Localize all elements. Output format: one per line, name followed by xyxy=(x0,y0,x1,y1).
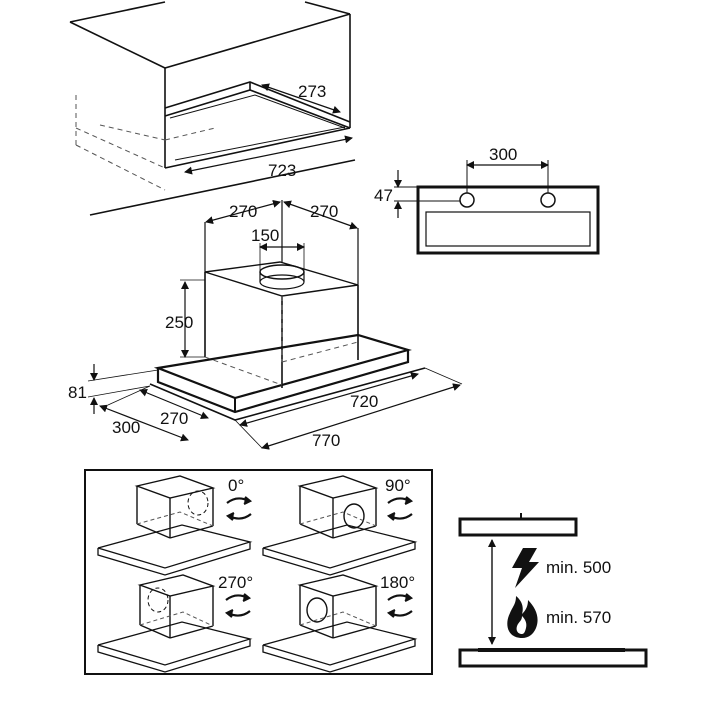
flame-icon xyxy=(507,596,538,638)
cabinet-hidden-lines xyxy=(75,95,216,191)
rotate-icon xyxy=(224,593,252,618)
rotation-angle-270: 270° xyxy=(218,573,253,592)
clearance-drawing xyxy=(458,513,648,668)
rotation-option-0 xyxy=(97,475,253,576)
hood-dimension-lines xyxy=(87,199,463,450)
cabinet-depth-label: 273 xyxy=(298,82,326,101)
cabinet-drawing xyxy=(69,1,356,216)
side-height-label: 47 xyxy=(374,186,393,205)
lightning-icon xyxy=(512,548,539,588)
hood-total-width-label: 770 xyxy=(312,431,340,450)
rotation-angle-90: 90° xyxy=(385,476,411,495)
hood-hidden-lines xyxy=(204,296,359,386)
rotate-icon xyxy=(386,496,414,521)
hood-depth-label: 300 xyxy=(112,418,140,437)
hood-duct-label: 150 xyxy=(251,226,279,245)
rotation-panel xyxy=(84,469,433,675)
hood-drawing xyxy=(149,261,426,421)
side-spacing-label: 300 xyxy=(489,145,517,164)
rotation-angle-180: 180° xyxy=(380,573,415,592)
rotation-angle-0: 0° xyxy=(228,476,244,495)
rotate-icon xyxy=(225,496,253,521)
hood-right-offset-label: 270 xyxy=(310,202,338,221)
cabinet-dimension-lines xyxy=(184,83,353,175)
rotate-icon xyxy=(386,593,414,618)
clearance-electric-label: min. 500 xyxy=(546,558,611,577)
rotation-option-180 xyxy=(262,574,418,673)
hood-width-label: 720 xyxy=(350,392,378,411)
cabinet-width-label: 723 xyxy=(268,161,296,180)
clearance-gas-label: min. 570 xyxy=(546,608,611,627)
hood-panel-height-label: 81 xyxy=(68,383,87,402)
hood-height-label: 250 xyxy=(165,313,193,332)
hood-left-offset-label: 270 xyxy=(229,202,257,221)
rotation-option-90 xyxy=(262,475,418,576)
rotation-option-270 xyxy=(97,574,253,673)
hood-inner-depth-label: 270 xyxy=(160,409,188,428)
side-view-drawing xyxy=(394,160,600,255)
